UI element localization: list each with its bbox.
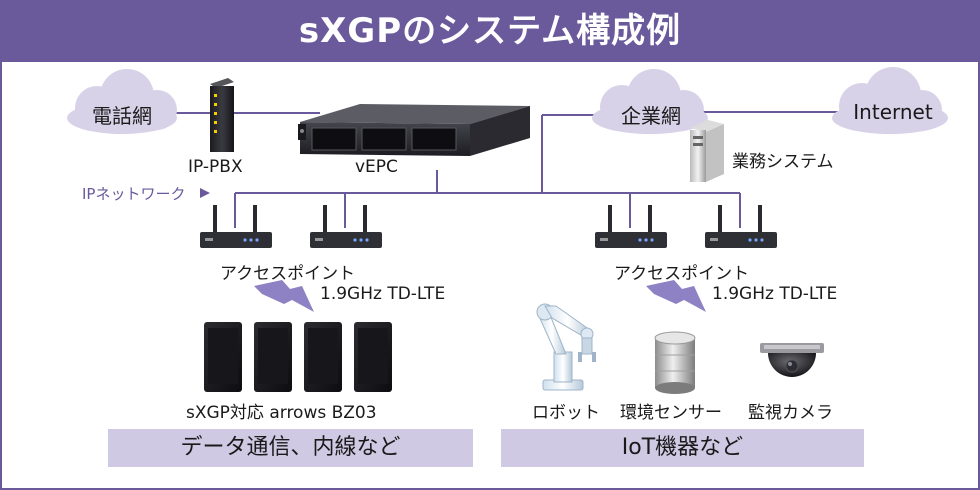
cloud-enterprise-icon — [592, 69, 708, 134]
robot-arm-icon — [536, 303, 596, 391]
ip-pbx-label: IP-PBX — [188, 157, 243, 177]
right-category-label: IoT機器など — [621, 435, 744, 460]
title-bar — [0, 0, 980, 62]
ip-network-arrow-icon — [200, 188, 210, 198]
sensor-label: 環境センサー — [620, 403, 722, 423]
cloud-label-enterprise-network: 企業網 — [621, 104, 681, 128]
network-lines — [175, 111, 840, 228]
left-category-label: データ通信、内線など — [180, 435, 401, 460]
right-access-point-label: アクセスポイント — [614, 264, 750, 284]
right-radio-label: 1.9GHz TD-LTE — [712, 284, 838, 304]
smartphone-icon — [204, 322, 242, 392]
smartphone-icon — [304, 322, 342, 392]
left-radio-label: 1.9GHz TD-LTE — [320, 284, 446, 304]
robot-label: ロボット — [532, 403, 600, 423]
cloud-phone-icon — [67, 69, 177, 134]
smartphone-icon — [354, 322, 392, 392]
vepc-label: vEPC — [355, 157, 398, 177]
left-category-band — [108, 429, 473, 467]
left-access-point-label: アクセスポイント — [220, 264, 356, 284]
sensor-cylinder-icon — [654, 331, 696, 394]
security-camera-icon — [760, 343, 824, 377]
access-point-icon — [595, 205, 667, 248]
right-category-band — [501, 429, 864, 467]
ip-network-label: IPネットワーク — [82, 185, 186, 203]
access-point-icon — [705, 205, 777, 248]
cloud-internet-icon — [832, 67, 948, 134]
vepc-server-icon — [298, 104, 530, 156]
page-title: sXGPのシステム構成例 — [298, 11, 682, 51]
ip-pbx-icon — [210, 78, 234, 152]
access-point-icon — [200, 205, 272, 248]
business-system-label: 業務システム — [732, 152, 834, 172]
access-point-icon — [310, 205, 382, 248]
radio-wave-icon — [646, 280, 706, 312]
terminal-label: sXGP対応 arrows BZ03 — [186, 403, 377, 423]
camera-label: 監視カメラ — [748, 403, 833, 423]
business-server-icon — [690, 120, 724, 182]
smartphone-icon — [254, 322, 292, 392]
cloud-label-internet: Internet — [853, 100, 933, 124]
radio-wave-icon — [254, 280, 314, 312]
cloud-label-phone-network: 電話網 — [92, 104, 152, 128]
